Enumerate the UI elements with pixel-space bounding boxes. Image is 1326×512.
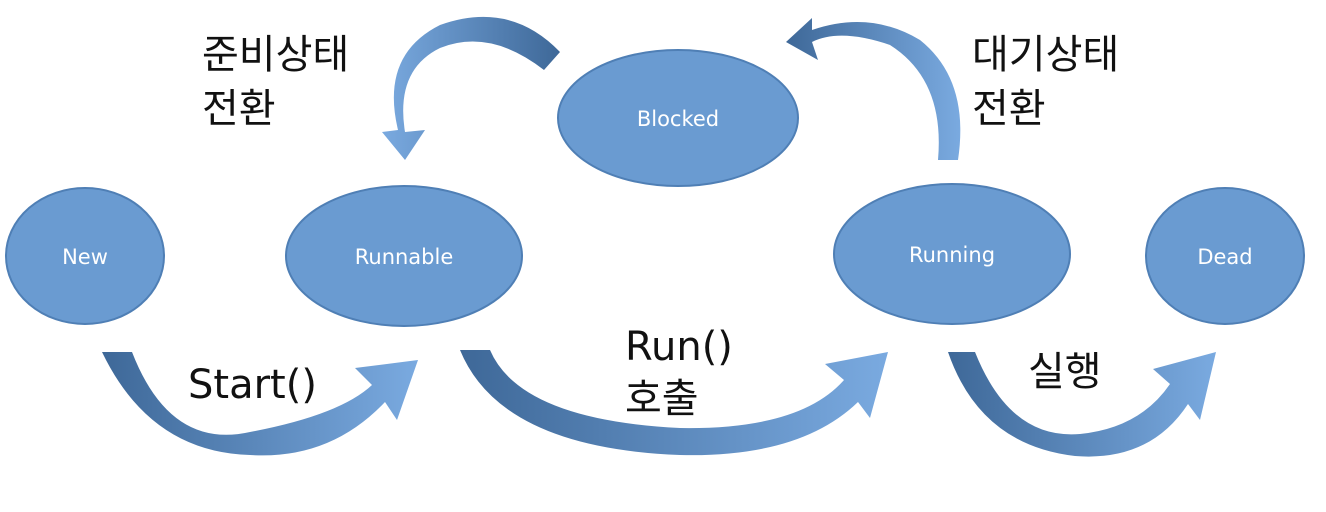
arrow-runnable-to-running	[460, 350, 888, 456]
arrow-blocked-to-runnable	[382, 16, 560, 160]
edge-label-ready-line1: 준비상태	[202, 32, 349, 78]
node-dead: Dead	[1145, 187, 1305, 325]
edge-label-run-line1: Run()	[625, 324, 733, 370]
node-runnable-label: Runnable	[355, 245, 454, 269]
edge-label-wait-line2: 전환	[972, 86, 1046, 132]
node-new-label: New	[62, 245, 108, 269]
arrow-new-to-runnable	[102, 352, 418, 456]
edge-label-ready-line2: 전환	[202, 86, 276, 132]
arrow-running-to-dead	[948, 352, 1216, 457]
edge-label-wait-line1: 대기상태	[972, 32, 1119, 78]
node-dead-label: Dead	[1197, 245, 1252, 269]
arrow-running-to-blocked	[786, 18, 961, 160]
node-blocked: Blocked	[557, 49, 799, 187]
node-blocked-label: Blocked	[637, 107, 719, 131]
node-running-label: Running	[909, 243, 995, 267]
edge-label-run-line2: 호출	[625, 376, 699, 422]
node-running: Running	[833, 183, 1071, 325]
node-new: New	[5, 187, 165, 325]
edge-label-execute: 실행	[1028, 349, 1102, 395]
node-runnable: Runnable	[285, 185, 523, 327]
edge-label-start: Start()	[188, 362, 317, 408]
